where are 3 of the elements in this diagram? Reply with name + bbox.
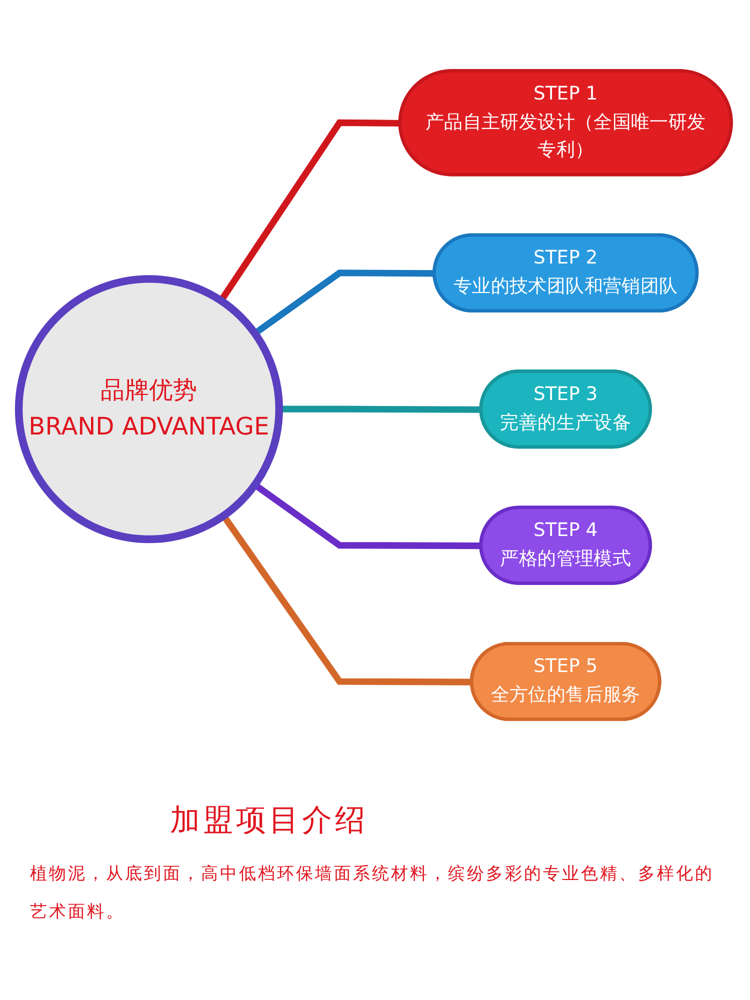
body-text: 植物泥，从底到面，高中低档环保墙面系统材料，缤纷多彩的专业色精、多样化的艺术面料。: [30, 863, 715, 924]
node-circle: 品牌优势 BRAND ADVANTAGE: [14, 274, 283, 544]
section-heading: 加盟项目介绍: [170, 802, 368, 840]
